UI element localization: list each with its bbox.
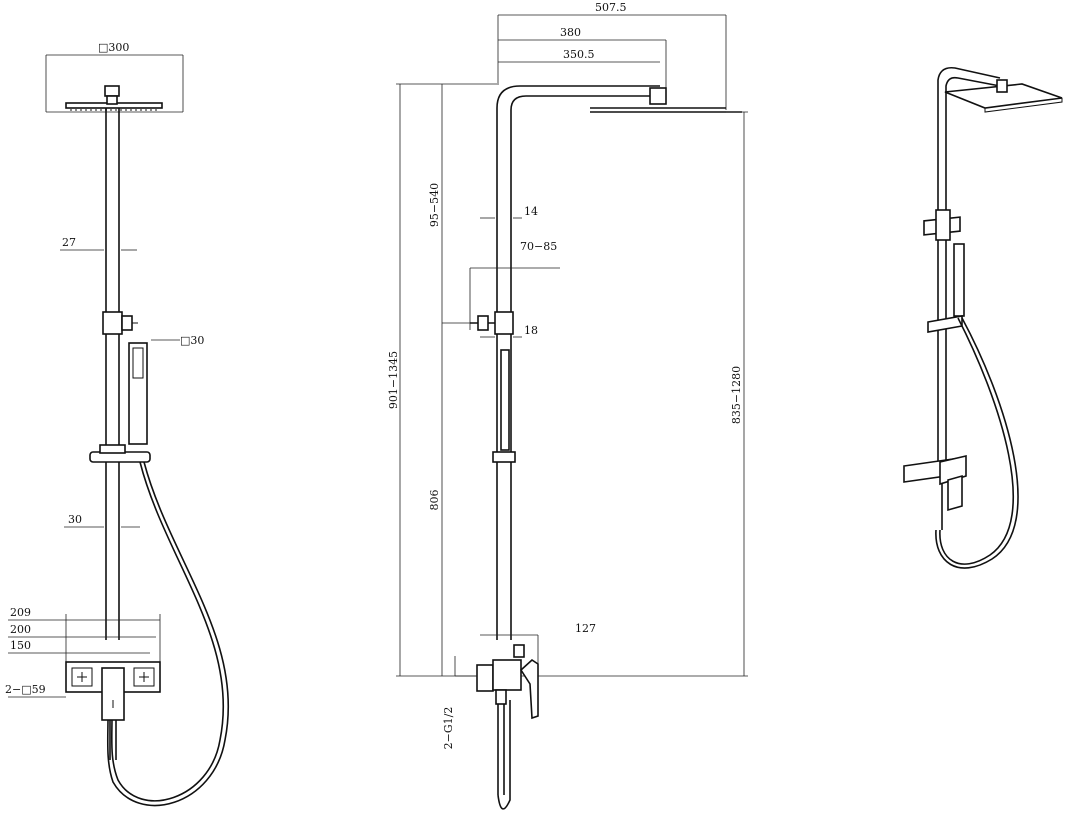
head-width-label: □300 [98,41,129,54]
reach-dimensions: 507.5 380 350.5 [497,1,727,110]
bar-height-label: 806 [428,490,441,511]
arm-gap-dimension: 27 [60,236,137,251]
tube-dia-label: 14 [524,205,538,218]
front-holder [89,444,151,463]
front-hose [110,461,225,802]
handset-size-label: □30 [180,334,204,347]
front-view: □300 27 □30 [5,41,230,807]
inlet-thread-label: 2−G1/2 [442,707,455,750]
iso-hose [939,317,1014,565]
bracket-dia-label: 18 [524,324,538,337]
arm-gap-label: 27 [62,236,76,249]
iso-mixer [903,454,967,530]
tube-dia-dimension: 14 [480,205,538,219]
front-mixer-valve [65,661,161,760]
iso-holder [927,315,963,333]
head-height-label: 835−1280 [730,366,743,424]
w209-label: 209 [10,606,31,619]
iso-hand-shower [953,243,965,317]
bracket-offset-label: 70−85 [520,240,557,253]
front-hand-shower: □30 [128,334,204,445]
front-riser-pipe [105,108,120,640]
head-drop-label: 95−540 [428,183,441,227]
iso-shower-head [944,79,1063,113]
reach-inner-label: 350.5 [563,48,595,61]
side-mixer-valve: 127 2−G1/2 [442,622,596,810]
head-width-dimension: □300 [45,41,184,113]
lower-gap-label: 30 [68,513,82,526]
total-height-label: 901−1345 [387,351,400,409]
iso-bracket [923,209,961,241]
mixer-width-dimensions: 209 200 150 2−□59 [5,606,161,698]
inlets-label: 2−□59 [5,683,46,696]
bracket-offset-dimension: 70−85 [469,240,560,330]
side-hand-shower [492,349,516,463]
lower-gap-dimension: 30 [64,513,140,528]
reach-total-label: 507.5 [595,1,627,14]
side-view: 507.5 380 350.5 901−1345 95−540 806 [387,1,748,810]
side-slider-bracket: 18 [470,311,538,338]
iso-view [903,66,1063,569]
mixer-depth-label: 127 [575,622,596,635]
reach-mid-label: 380 [560,26,581,39]
w200-label: 200 [10,623,31,636]
side-riser-arm [496,85,742,640]
height-dimensions: 901−1345 95−540 806 835−1280 [387,83,748,677]
front-slider-bracket [102,311,138,335]
front-shower-head [65,85,163,111]
w150-label: 150 [10,639,31,652]
